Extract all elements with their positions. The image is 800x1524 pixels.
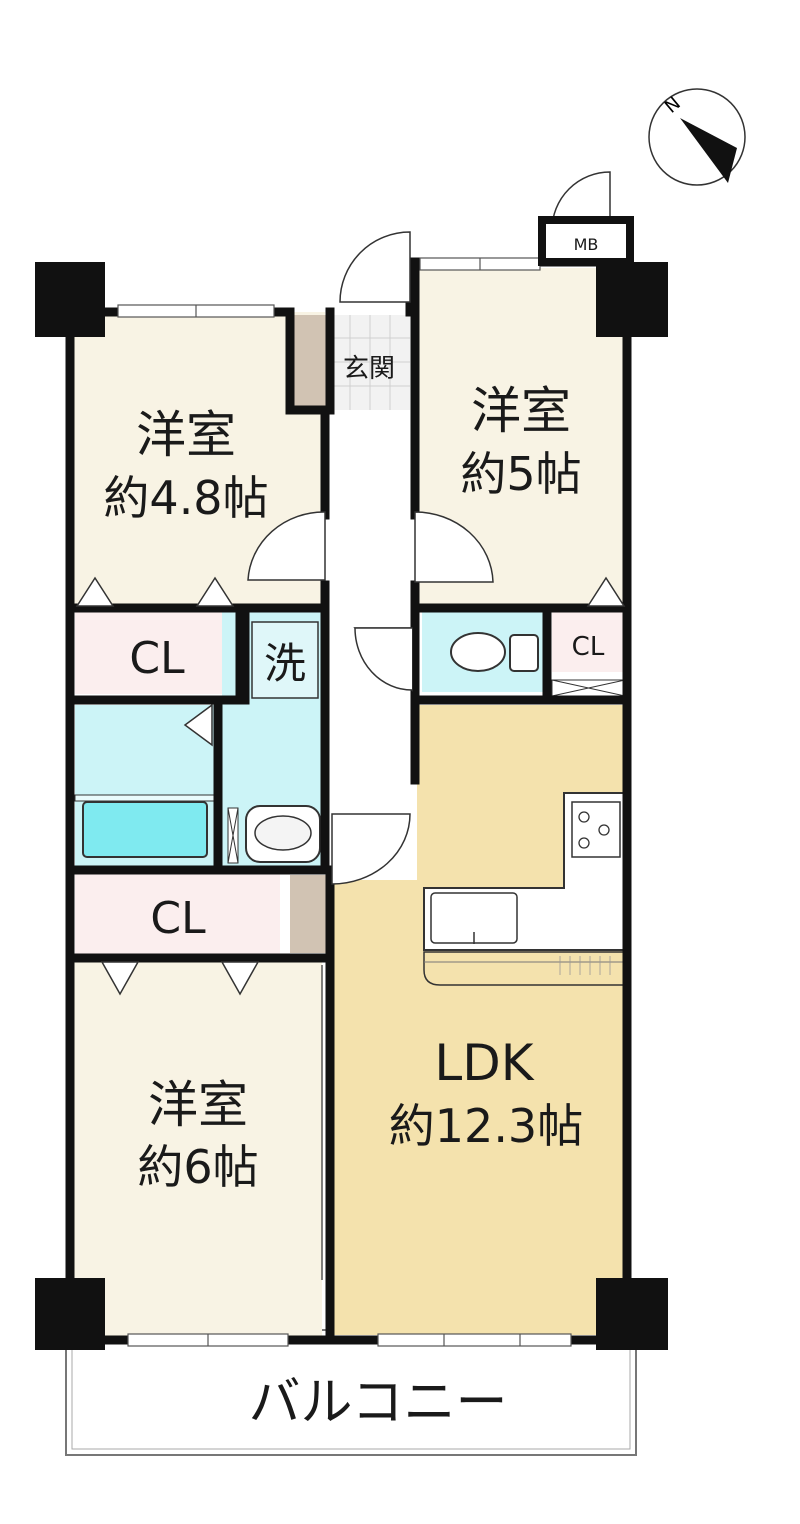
structural-column-bottom-right — [596, 1278, 668, 1350]
stove-icon — [571, 801, 621, 858]
toilet-tank-icon — [509, 634, 539, 672]
western-4-8-name: 洋室 — [136, 406, 236, 464]
closet-middle-left-label: CL — [150, 893, 206, 944]
compass-needle-icon — [680, 118, 737, 183]
bathtub-icon — [82, 801, 208, 858]
structural-column-bottom-left — [35, 1278, 105, 1350]
closet-small-strip — [290, 875, 328, 953]
entry-step — [290, 315, 330, 410]
structural-column-top-left — [35, 262, 105, 337]
washing-machine-pan — [251, 621, 319, 699]
closet-top-right — [552, 612, 625, 672]
burner-icon — [578, 837, 590, 849]
closet-top-left — [75, 612, 235, 694]
burner-icon — [598, 824, 610, 836]
kitchen-hood — [423, 951, 626, 986]
western-5-name: 洋室 — [471, 382, 571, 440]
bath-door-marker — [183, 703, 213, 747]
compass: N — [648, 88, 746, 186]
washroom-label: 洗 — [264, 639, 306, 688]
kitchen-counter — [423, 792, 626, 986]
closet-middle-left — [75, 874, 280, 956]
sink-bowl-icon — [254, 815, 312, 851]
toilet-icon — [450, 632, 506, 672]
closet-right-cross — [551, 679, 626, 697]
structural-column-top-right — [596, 262, 668, 337]
balcony-label: バルコニー — [249, 1373, 508, 1433]
closet-top-right-label: CL — [572, 632, 605, 662]
western-4-8-size: 約4.8帖 — [103, 471, 268, 525]
closet-door-markers — [75, 576, 626, 996]
meter-box — [538, 216, 634, 266]
room-western-6 — [70, 962, 322, 1342]
western-6-name: 洋室 — [148, 1076, 248, 1134]
room-ldk — [330, 705, 627, 1335]
genkan-label: 玄関 — [343, 354, 395, 384]
ldk-name: LDK — [434, 1034, 534, 1092]
windows — [117, 257, 572, 1347]
mb-label: MB — [574, 235, 599, 254]
western-6-size: 約6帖 — [137, 1140, 258, 1194]
closet-top-left-label: CL — [129, 633, 185, 684]
balcony-area — [65, 1329, 637, 1456]
entry-tile-grid — [330, 315, 410, 410]
western-5-size: 約5帖 — [460, 447, 581, 501]
bath-counter — [74, 794, 216, 802]
door-swings — [247, 171, 611, 885]
burner-icon — [578, 811, 590, 823]
ldk-size: 約12.3帖 — [389, 1099, 583, 1153]
